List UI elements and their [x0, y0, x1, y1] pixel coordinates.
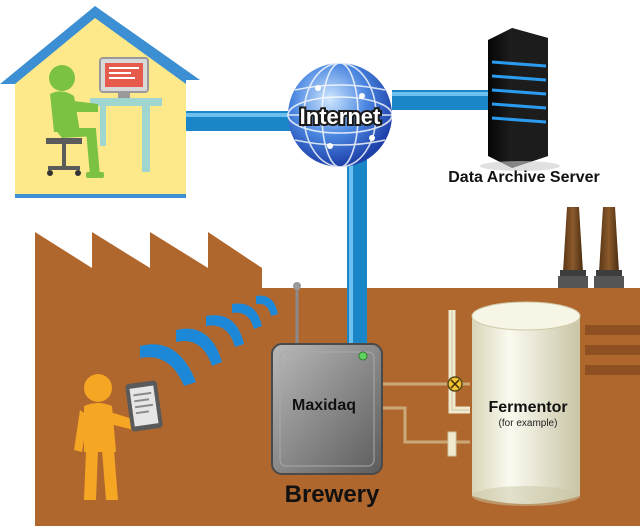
computer-monitor-icon: [99, 57, 149, 98]
fermentor-sublabel: (for example): [499, 418, 558, 429]
local-user-icon: [74, 374, 136, 500]
internet-label: Internet: [300, 104, 381, 129]
tablet-icon: [125, 380, 163, 432]
home-office: [0, 6, 200, 198]
server-icon: [480, 28, 560, 171]
maxidaq-device: [271, 282, 383, 475]
internet-globe-icon: [287, 62, 393, 168]
fermentor-tank: [471, 301, 581, 506]
wired-connections: [186, 90, 488, 348]
valve-icon: [447, 376, 463, 392]
wireless-signal-icon: [140, 295, 278, 386]
brewery-label: Brewery: [285, 481, 380, 508]
sensor-lines: [380, 310, 470, 457]
fermentor-label: Fermentor: [488, 399, 567, 416]
remote-user-icon: [49, 65, 104, 178]
maxidaq-label: Maxidaq: [292, 397, 356, 414]
smokestacks: [558, 207, 624, 288]
server-label: Data Archive Server: [448, 169, 600, 186]
